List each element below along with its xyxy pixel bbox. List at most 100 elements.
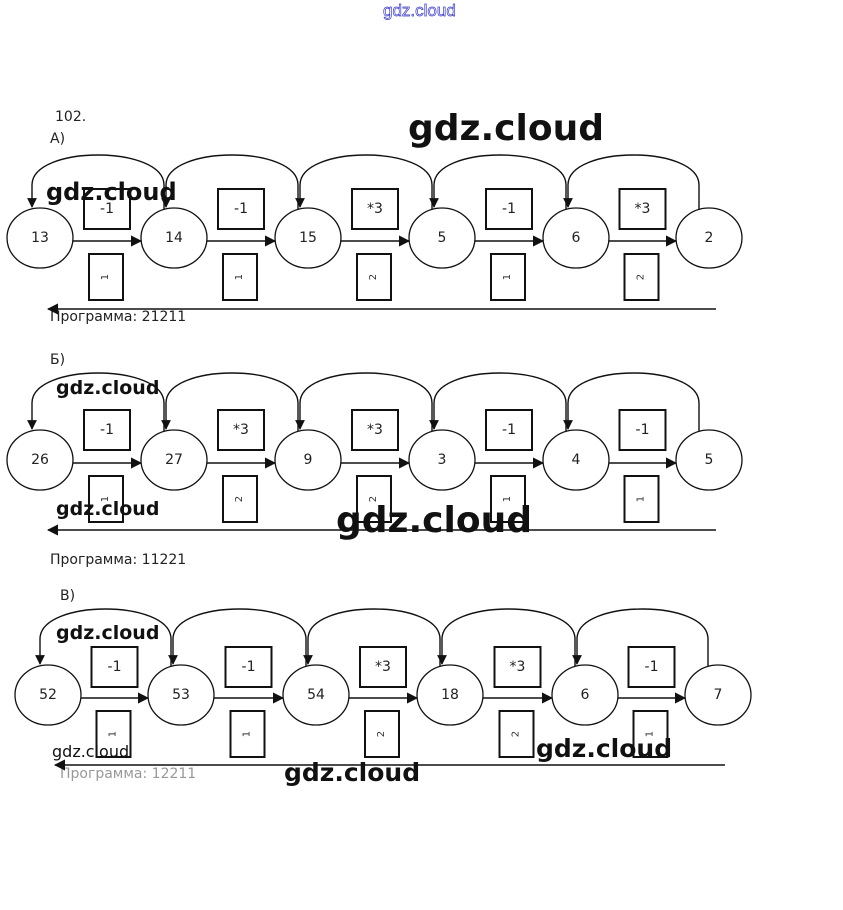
code-box bbox=[229, 710, 266, 758]
code-label: 2 bbox=[511, 731, 522, 737]
number-node bbox=[542, 429, 610, 491]
operation-box bbox=[351, 409, 399, 451]
back-arrow bbox=[35, 608, 172, 667]
code-box bbox=[490, 475, 526, 523]
code-box bbox=[356, 253, 392, 301]
operation-label: *3 bbox=[375, 659, 391, 675]
code-box bbox=[356, 475, 392, 523]
code-label: 1 bbox=[502, 274, 513, 280]
code-label: 1 bbox=[645, 731, 656, 737]
operation-label: *3 bbox=[635, 201, 651, 217]
back-arrow bbox=[429, 372, 567, 432]
operation-label: *3 bbox=[367, 422, 383, 438]
code-label: 1 bbox=[100, 274, 111, 280]
task-number: 102. bbox=[55, 109, 87, 125]
operation-box bbox=[83, 188, 131, 230]
node-value: 15 bbox=[299, 230, 317, 246]
operation-box bbox=[224, 646, 273, 688]
back-arrow bbox=[303, 608, 441, 667]
code-label: 1 bbox=[234, 274, 245, 280]
part-a-program: Программа: 21211 bbox=[50, 309, 187, 325]
number-node bbox=[282, 664, 350, 726]
number-node bbox=[147, 664, 215, 726]
number-node bbox=[14, 664, 82, 726]
watermark: gdz.cloud bbox=[52, 742, 130, 761]
back-arrow bbox=[437, 608, 576, 667]
part-a-label: А) bbox=[50, 131, 66, 147]
operation-label: -1 bbox=[636, 422, 650, 438]
code-box bbox=[490, 253, 526, 301]
operation-box bbox=[217, 409, 265, 451]
back-arrow bbox=[572, 608, 709, 667]
code-box bbox=[632, 710, 669, 758]
operation-label: -1 bbox=[100, 422, 114, 438]
node-value: 2 bbox=[705, 230, 714, 246]
back-arrow bbox=[168, 608, 307, 667]
operation-box bbox=[217, 188, 265, 230]
code-box bbox=[95, 710, 132, 758]
code-label: 1 bbox=[100, 496, 111, 502]
operation-box bbox=[627, 646, 676, 688]
operation-label: -1 bbox=[100, 201, 114, 217]
number-node bbox=[408, 429, 476, 491]
operation-label: -1 bbox=[502, 201, 516, 217]
watermark: gdz.cloud bbox=[408, 108, 604, 149]
node-value: 9 bbox=[304, 452, 313, 468]
number-node bbox=[416, 664, 484, 726]
node-value: 6 bbox=[572, 230, 581, 246]
operation-box bbox=[618, 409, 667, 451]
operation-box bbox=[359, 646, 407, 688]
code-label: 1 bbox=[108, 731, 119, 737]
operation-box bbox=[618, 188, 667, 230]
back-arrow bbox=[27, 372, 165, 432]
node-value: 5 bbox=[438, 230, 447, 246]
code-label: 2 bbox=[376, 731, 387, 737]
node-value: 26 bbox=[31, 452, 49, 468]
number-node bbox=[675, 429, 743, 491]
number-node bbox=[6, 429, 74, 491]
watermark: gdz.cloud bbox=[336, 500, 532, 541]
number-node bbox=[274, 429, 342, 491]
node-value: 4 bbox=[572, 452, 581, 468]
part-c-program: Программа: 12211 bbox=[60, 766, 197, 782]
operation-label: -1 bbox=[242, 659, 256, 675]
number-node bbox=[408, 207, 476, 269]
operation-label: -1 bbox=[502, 422, 516, 438]
operation-box bbox=[83, 409, 131, 451]
operation-label: *3 bbox=[510, 659, 526, 675]
watermark: gdz.cloud bbox=[46, 178, 177, 206]
node-value: 18 bbox=[441, 687, 459, 703]
code-label: 1 bbox=[242, 731, 253, 737]
operation-label: -1 bbox=[645, 659, 659, 675]
back-arrow bbox=[161, 372, 299, 432]
watermark: gdz.cloud bbox=[56, 498, 160, 520]
node-value: 52 bbox=[39, 687, 57, 703]
operation-box bbox=[485, 188, 533, 230]
watermark: gdz.cloud bbox=[284, 758, 421, 787]
operation-box bbox=[90, 646, 139, 688]
code-box bbox=[88, 475, 124, 523]
watermark: gdz.cloud bbox=[56, 622, 160, 644]
node-value: 13 bbox=[31, 230, 49, 246]
number-node bbox=[684, 664, 752, 726]
operation-label: *3 bbox=[367, 201, 383, 217]
number-node bbox=[542, 207, 610, 269]
back-arrow bbox=[295, 372, 433, 432]
node-value: 14 bbox=[165, 230, 183, 246]
operation-label: -1 bbox=[108, 659, 122, 675]
node-value: 6 bbox=[581, 687, 590, 703]
number-node bbox=[274, 207, 342, 269]
back-arrow bbox=[563, 154, 700, 210]
code-box bbox=[222, 475, 258, 523]
back-arrow bbox=[161, 154, 299, 210]
code-box bbox=[623, 475, 660, 523]
part-b-program: Программа: 11221 bbox=[50, 552, 187, 568]
operation-box bbox=[351, 188, 399, 230]
node-value: 27 bbox=[165, 452, 183, 468]
code-label: 2 bbox=[368, 496, 379, 502]
code-label: 2 bbox=[234, 496, 245, 502]
operation-label: *3 bbox=[233, 422, 249, 438]
part-b-label: Б) bbox=[50, 352, 66, 368]
node-value: 5 bbox=[705, 452, 714, 468]
